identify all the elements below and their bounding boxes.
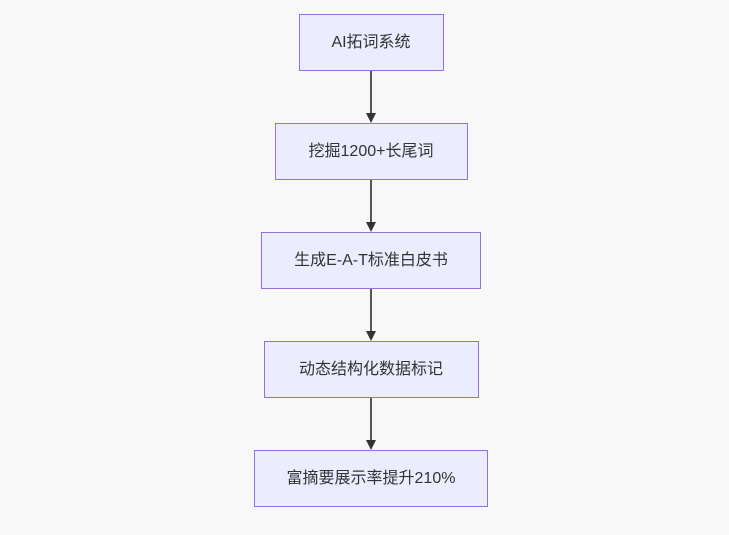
node-label: 挖掘1200+长尾词 [308,142,434,160]
arrow-down-icon [366,222,376,232]
flow-node-longtail-mining: 挖掘1200+长尾词 [274,123,468,180]
flow-edge-2 [366,180,376,232]
arrow-down-icon [366,113,376,123]
flow-node-ai-keyword-system: AI拓词系统 [298,14,444,71]
edge-line [370,71,372,113]
edge-line [370,180,372,222]
node-label: 富摘要展示率提升210% [286,469,456,487]
flow-edge-1 [366,71,376,123]
flow-edge-4 [366,398,376,450]
edge-line [370,289,372,331]
node-label: AI拓词系统 [331,33,411,51]
node-label: 生成E-A-T标准白皮书 [294,251,448,269]
node-label: 动态结构化数据标记 [298,360,443,378]
arrow-down-icon [366,331,376,341]
edge-line [370,398,372,440]
flow-node-eat-whitepaper: 生成E-A-T标准白皮书 [261,232,481,289]
flow-node-structured-data-markup: 动态结构化数据标记 [263,341,479,398]
flowchart: AI拓词系统 挖掘1200+长尾词 生成E-A-T标准白皮书 动态结构化数据标记 [254,14,488,507]
flow-edge-3 [366,289,376,341]
flow-node-rich-snippet-result: 富摘要展示率提升210% [254,450,488,507]
arrow-down-icon [366,440,376,450]
